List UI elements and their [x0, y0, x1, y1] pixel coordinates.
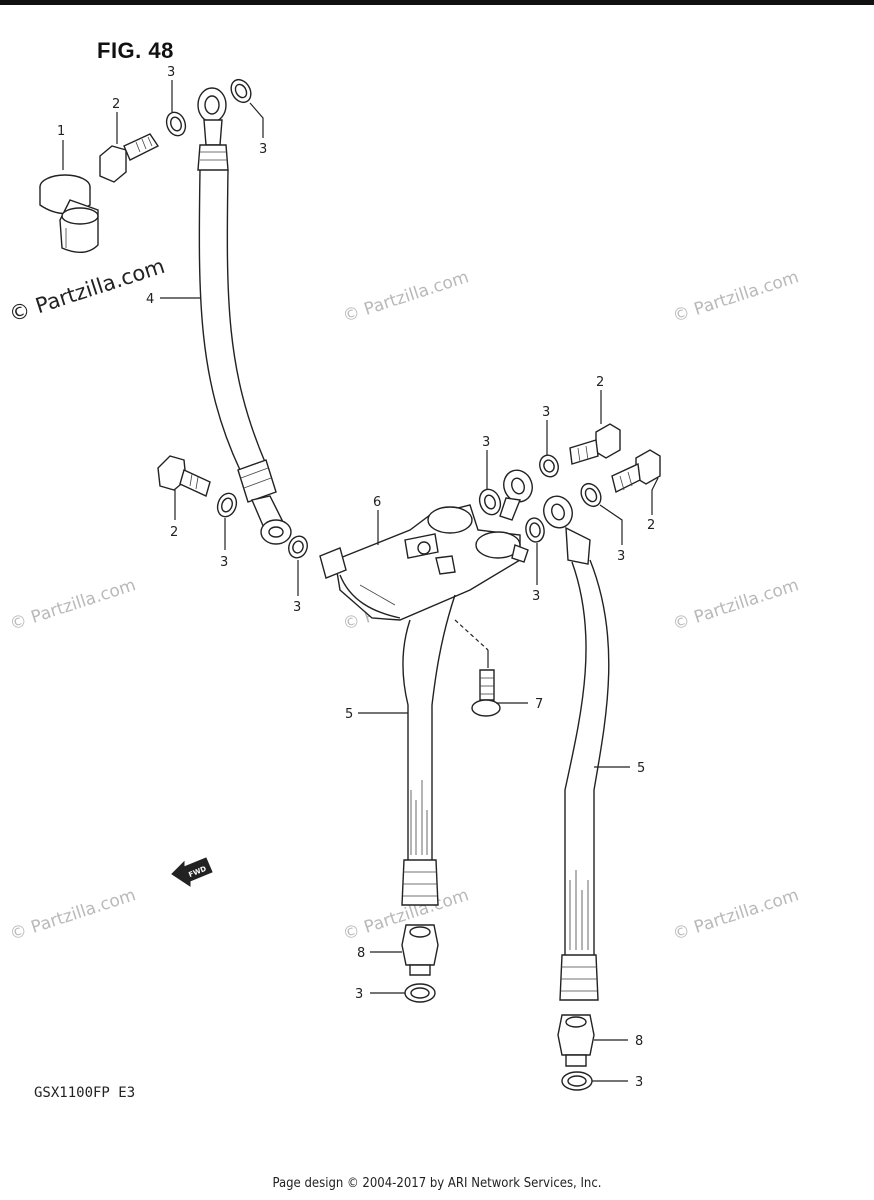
callout-2: 2 [647, 518, 655, 533]
callout-3: 3 [532, 589, 540, 604]
watermark: © Partzilla.com [670, 267, 801, 327]
part-8-hose-fitting-left [401, 924, 439, 976]
callout-5: 5 [345, 707, 353, 722]
callout-3: 3 [293, 600, 301, 615]
callout-3: 3 [355, 987, 363, 1002]
part-8-hose-fitting-right [557, 1014, 595, 1067]
part-5-brake-hose-right [543, 495, 610, 1001]
callout-2: 2 [112, 97, 120, 112]
callout-6: 6 [373, 495, 381, 510]
callout-1: 1 [57, 124, 65, 139]
part-2-union-bolt-right-lower [611, 449, 661, 494]
callout-8: 8 [357, 946, 365, 961]
leader-lines [62, 80, 659, 1082]
callout-2: 2 [596, 375, 604, 390]
gasket-washers-top [165, 78, 252, 137]
part-1-cap [39, 174, 99, 253]
callout-3: 3 [617, 549, 625, 564]
banjo-fitting-middle [499, 469, 533, 521]
gasket-washers-middle-left [216, 492, 308, 559]
watermark-primary: © Partzilla.com [6, 254, 168, 327]
callout-3: 3 [482, 435, 490, 450]
callout-7: 7 [535, 697, 543, 712]
callout-5: 5 [637, 761, 645, 776]
callout-3: 3 [167, 65, 175, 80]
fwd-direction-arrow: FWD [171, 857, 213, 887]
part-5-brake-hose-left [401, 594, 456, 906]
callout-3: 3 [259, 142, 267, 157]
part-2-union-bolt [99, 133, 160, 183]
watermark: © Partzilla.com [7, 885, 138, 945]
callout-3: 3 [542, 405, 550, 420]
top-border-rule [0, 0, 874, 5]
part-7-screw [454, 619, 501, 717]
callout-2: 2 [170, 525, 178, 540]
callout-labels: 1 2 3 3 4 2 3 3 6 3 3 2 3 2 3 7 5 5 8 3 … [57, 65, 655, 1090]
part-4-brake-hose [197, 87, 292, 545]
callout-3: 3 [220, 555, 228, 570]
callout-3: 3 [635, 1075, 643, 1090]
callout-4: 4 [146, 292, 154, 307]
watermark: © Partzilla.com [340, 267, 471, 327]
watermark: © Partzilla.com [670, 575, 801, 635]
part-2-union-bolt-right-upper [569, 423, 621, 465]
callout-8: 8 [635, 1034, 643, 1049]
part-6-three-way-joint [319, 504, 529, 621]
page-footer: Page design © 2004-2017 by ARI Network S… [272, 1176, 602, 1191]
part-2-union-bolt-left [157, 455, 211, 497]
watermark: © Partzilla.com [670, 885, 801, 945]
model-code: GSX1100FP E3 [34, 1085, 136, 1101]
gasket-washers-middle-right [478, 454, 602, 543]
watermark: © Partzilla.com [7, 575, 138, 635]
figure-title: FIG. 48 [97, 38, 174, 63]
